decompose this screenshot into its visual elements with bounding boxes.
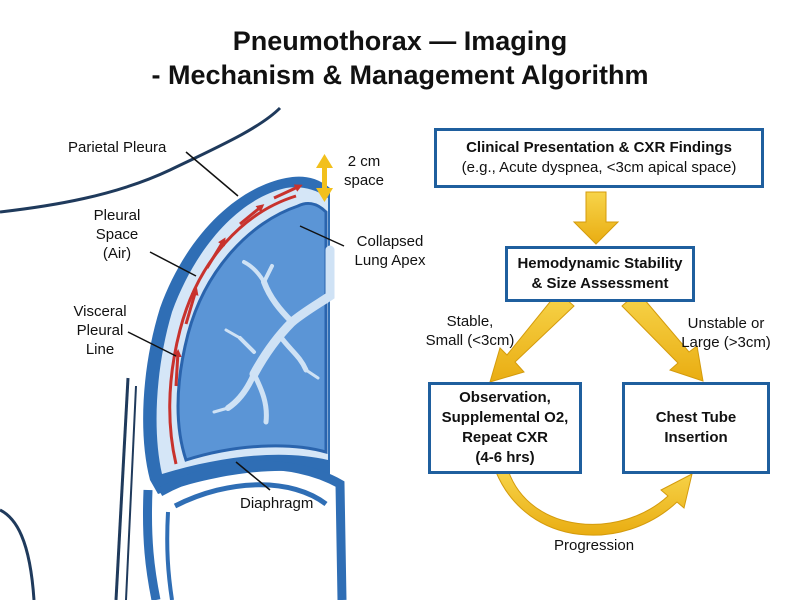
title-line-2: - Mechanism & Management Algorithm [151, 60, 649, 90]
bronchial-tree [212, 245, 335, 425]
diagram-title: Pneumothorax — Imaging - Mechanism & Man… [0, 24, 800, 92]
space-size-label-line: 2 cm [347, 153, 381, 170]
air-arrow [273, 184, 303, 200]
air-arrow [239, 204, 265, 226]
pleural-space-label-line: Pleural [93, 207, 141, 224]
observation-line: (4-6 hrs) [475, 449, 535, 466]
visceral-line-label: Visceral Pleural Line [60, 302, 140, 359]
diaphragm-outer [157, 460, 347, 600]
air-arrow [205, 237, 226, 269]
collapsed-apex-label-line: Lung Apex [354, 252, 426, 269]
progression-label: Progression [554, 537, 635, 554]
observation-line: Repeat CXR [462, 429, 548, 446]
arm-outline [0, 508, 36, 600]
clinical-presentation-box: Clinical Presentation & CXR Findings (e.… [434, 128, 764, 188]
progression-arrow [495, 469, 693, 536]
lower-chest-wall [142, 489, 161, 600]
inner-arm-line [114, 377, 130, 600]
pleural-space-label-line: (Air) [102, 245, 132, 262]
parietal-pleura-label: Parietal Pleura [68, 139, 167, 156]
air-arrow [173, 349, 182, 387]
assessment-box: Hemodynamic Stability & Size Assessment [505, 246, 695, 302]
title-line-1: Pneumothorax — Imaging [232, 26, 568, 56]
branch-left-line: Stable, [446, 313, 494, 330]
chest-tube-line: Insertion [664, 429, 728, 446]
space-size-label-line: space [343, 172, 385, 189]
visceral-pleural-line [168, 194, 297, 465]
lower-chest-wall-inner [165, 511, 174, 600]
chest-tube-box: Chest Tube Insertion [622, 382, 770, 474]
inner-arm-line-2 [125, 385, 137, 600]
flow-arrow-right [621, 291, 704, 382]
size-indicator [316, 154, 333, 202]
assessment-line: Hemodynamic Stability [517, 255, 683, 272]
collapsed-apex-label: Collapsed Lung Apex [340, 232, 440, 270]
flow-arrow-left [489, 291, 575, 383]
branch-right-line: Unstable or [687, 315, 765, 332]
diaphragm-label: Diaphragm [240, 495, 314, 512]
branch-right-label: Unstable or Large (>3cm) [666, 314, 786, 352]
observation-box: Observation, Supplemental O2, Repeat CXR… [428, 382, 582, 474]
collapsed-lung [176, 202, 328, 462]
visceral-line-label-line: Pleural [76, 322, 124, 339]
chest-tube-line: Chest Tube [655, 409, 737, 426]
flow-arrow-down [572, 191, 620, 245]
diaphragm-inner [173, 482, 328, 509]
observation-line: Observation, [459, 389, 551, 406]
air-arrow [184, 287, 199, 325]
clinical-presentation-title: Clinical Presentation & CXR Findings [466, 139, 732, 156]
pleural-space-label-line: Space [95, 226, 139, 243]
space-size-label: 2 cm space [336, 152, 392, 190]
leader-lines [127, 151, 345, 491]
visceral-line-label-line: Visceral [73, 303, 127, 320]
clinical-presentation-sub: (e.g., Acute dyspnea, <3cm apical space) [461, 159, 737, 176]
branch-right-line: Large (>3cm) [681, 334, 771, 351]
observation-line: Supplemental O2, [441, 409, 569, 426]
assessment-line: & Size Assessment [531, 275, 669, 292]
collapsed-apex-label-line: Collapsed [356, 233, 424, 250]
branch-left-line: Small (<3cm) [425, 332, 515, 349]
branch-left-label: Stable, Small (<3cm) [412, 312, 528, 350]
visceral-line-label-line: Line [85, 341, 115, 358]
body-outline [0, 106, 282, 214]
pleural-space-label: Pleural Space (Air) [82, 206, 152, 263]
